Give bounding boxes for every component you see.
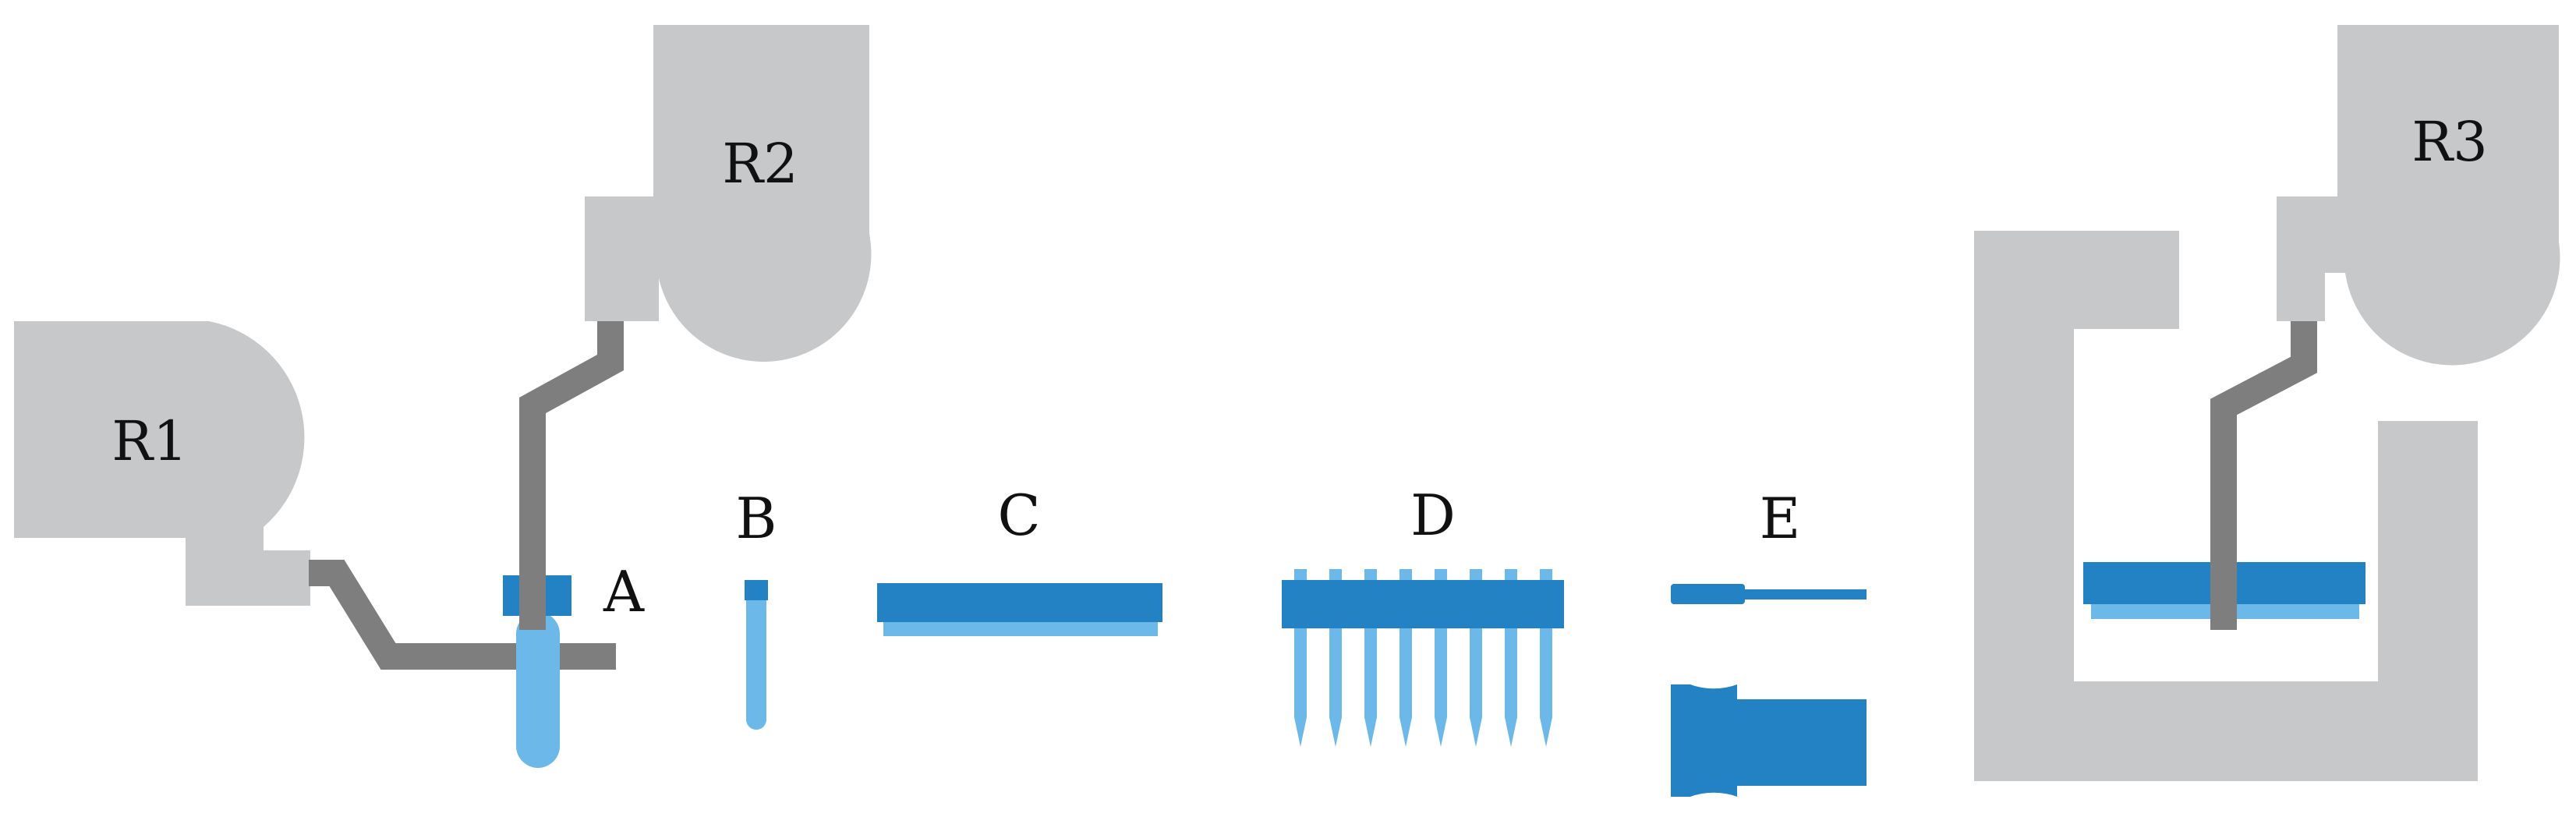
robot-r1: R1 (14, 321, 616, 670)
part-c (877, 583, 1162, 636)
robot-r3-label: R3 (2411, 110, 2487, 174)
plate-c (877, 583, 1162, 622)
robot-r1-label: R1 (111, 409, 187, 473)
enclosure-frame (1974, 231, 2478, 781)
robot-r1-body (14, 321, 310, 606)
label-c: C (997, 483, 1040, 548)
robot-r2-label: R2 (722, 132, 798, 196)
part-b (745, 580, 768, 730)
label-e: E (1760, 486, 1801, 551)
label-d: D (1410, 483, 1456, 548)
vial-b (746, 583, 766, 730)
part-e (1671, 584, 1867, 797)
robot-r2-body (585, 25, 872, 362)
part-d (1282, 569, 1564, 747)
needle-e-body (1671, 584, 1745, 604)
label-b: B (736, 486, 777, 551)
needle-e-shaft (1743, 589, 1867, 599)
robot-r1-arm (309, 560, 616, 670)
robot-r3-body (2277, 25, 2560, 366)
label-a: A (603, 559, 645, 624)
robot-r3: R3 (2210, 25, 2560, 630)
connector-e (1671, 684, 1867, 797)
robot-r3-arm (2210, 321, 2317, 630)
rack-d (1282, 580, 1564, 628)
robot-r2-arm (519, 321, 624, 630)
robot-r2: R2 (519, 25, 872, 630)
tube-a (516, 612, 560, 768)
vial-b-cap (745, 580, 768, 600)
